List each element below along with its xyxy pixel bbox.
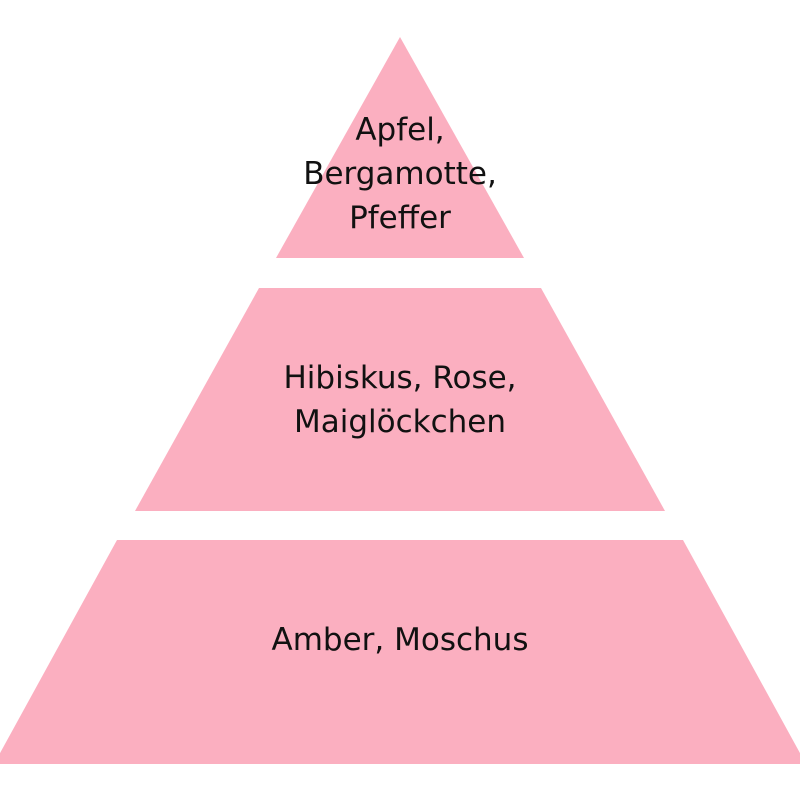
top-tier-line: Pfeffer: [349, 200, 451, 236]
base-tier-shape: [0, 540, 800, 764]
middle-tier-label: Hibiskus, Rose, Maiglöckchen: [0, 356, 800, 444]
top-tier-label: Apfel, Bergamotte, Pfeffer: [0, 108, 800, 240]
middle-tier-shape: [135, 288, 665, 511]
base-tier-label: Amber, Moschus: [0, 618, 800, 662]
top-tier-shape: [276, 37, 524, 258]
base-tier-line: Amber, Moschus: [271, 622, 529, 658]
middle-tier-line: Hibiskus, Rose,: [283, 360, 517, 396]
middle-tier-line: Maiglöckchen: [293, 404, 507, 440]
top-tier-line: Bergamotte,: [303, 156, 497, 192]
top-tier-line: Apfel,: [355, 112, 445, 148]
